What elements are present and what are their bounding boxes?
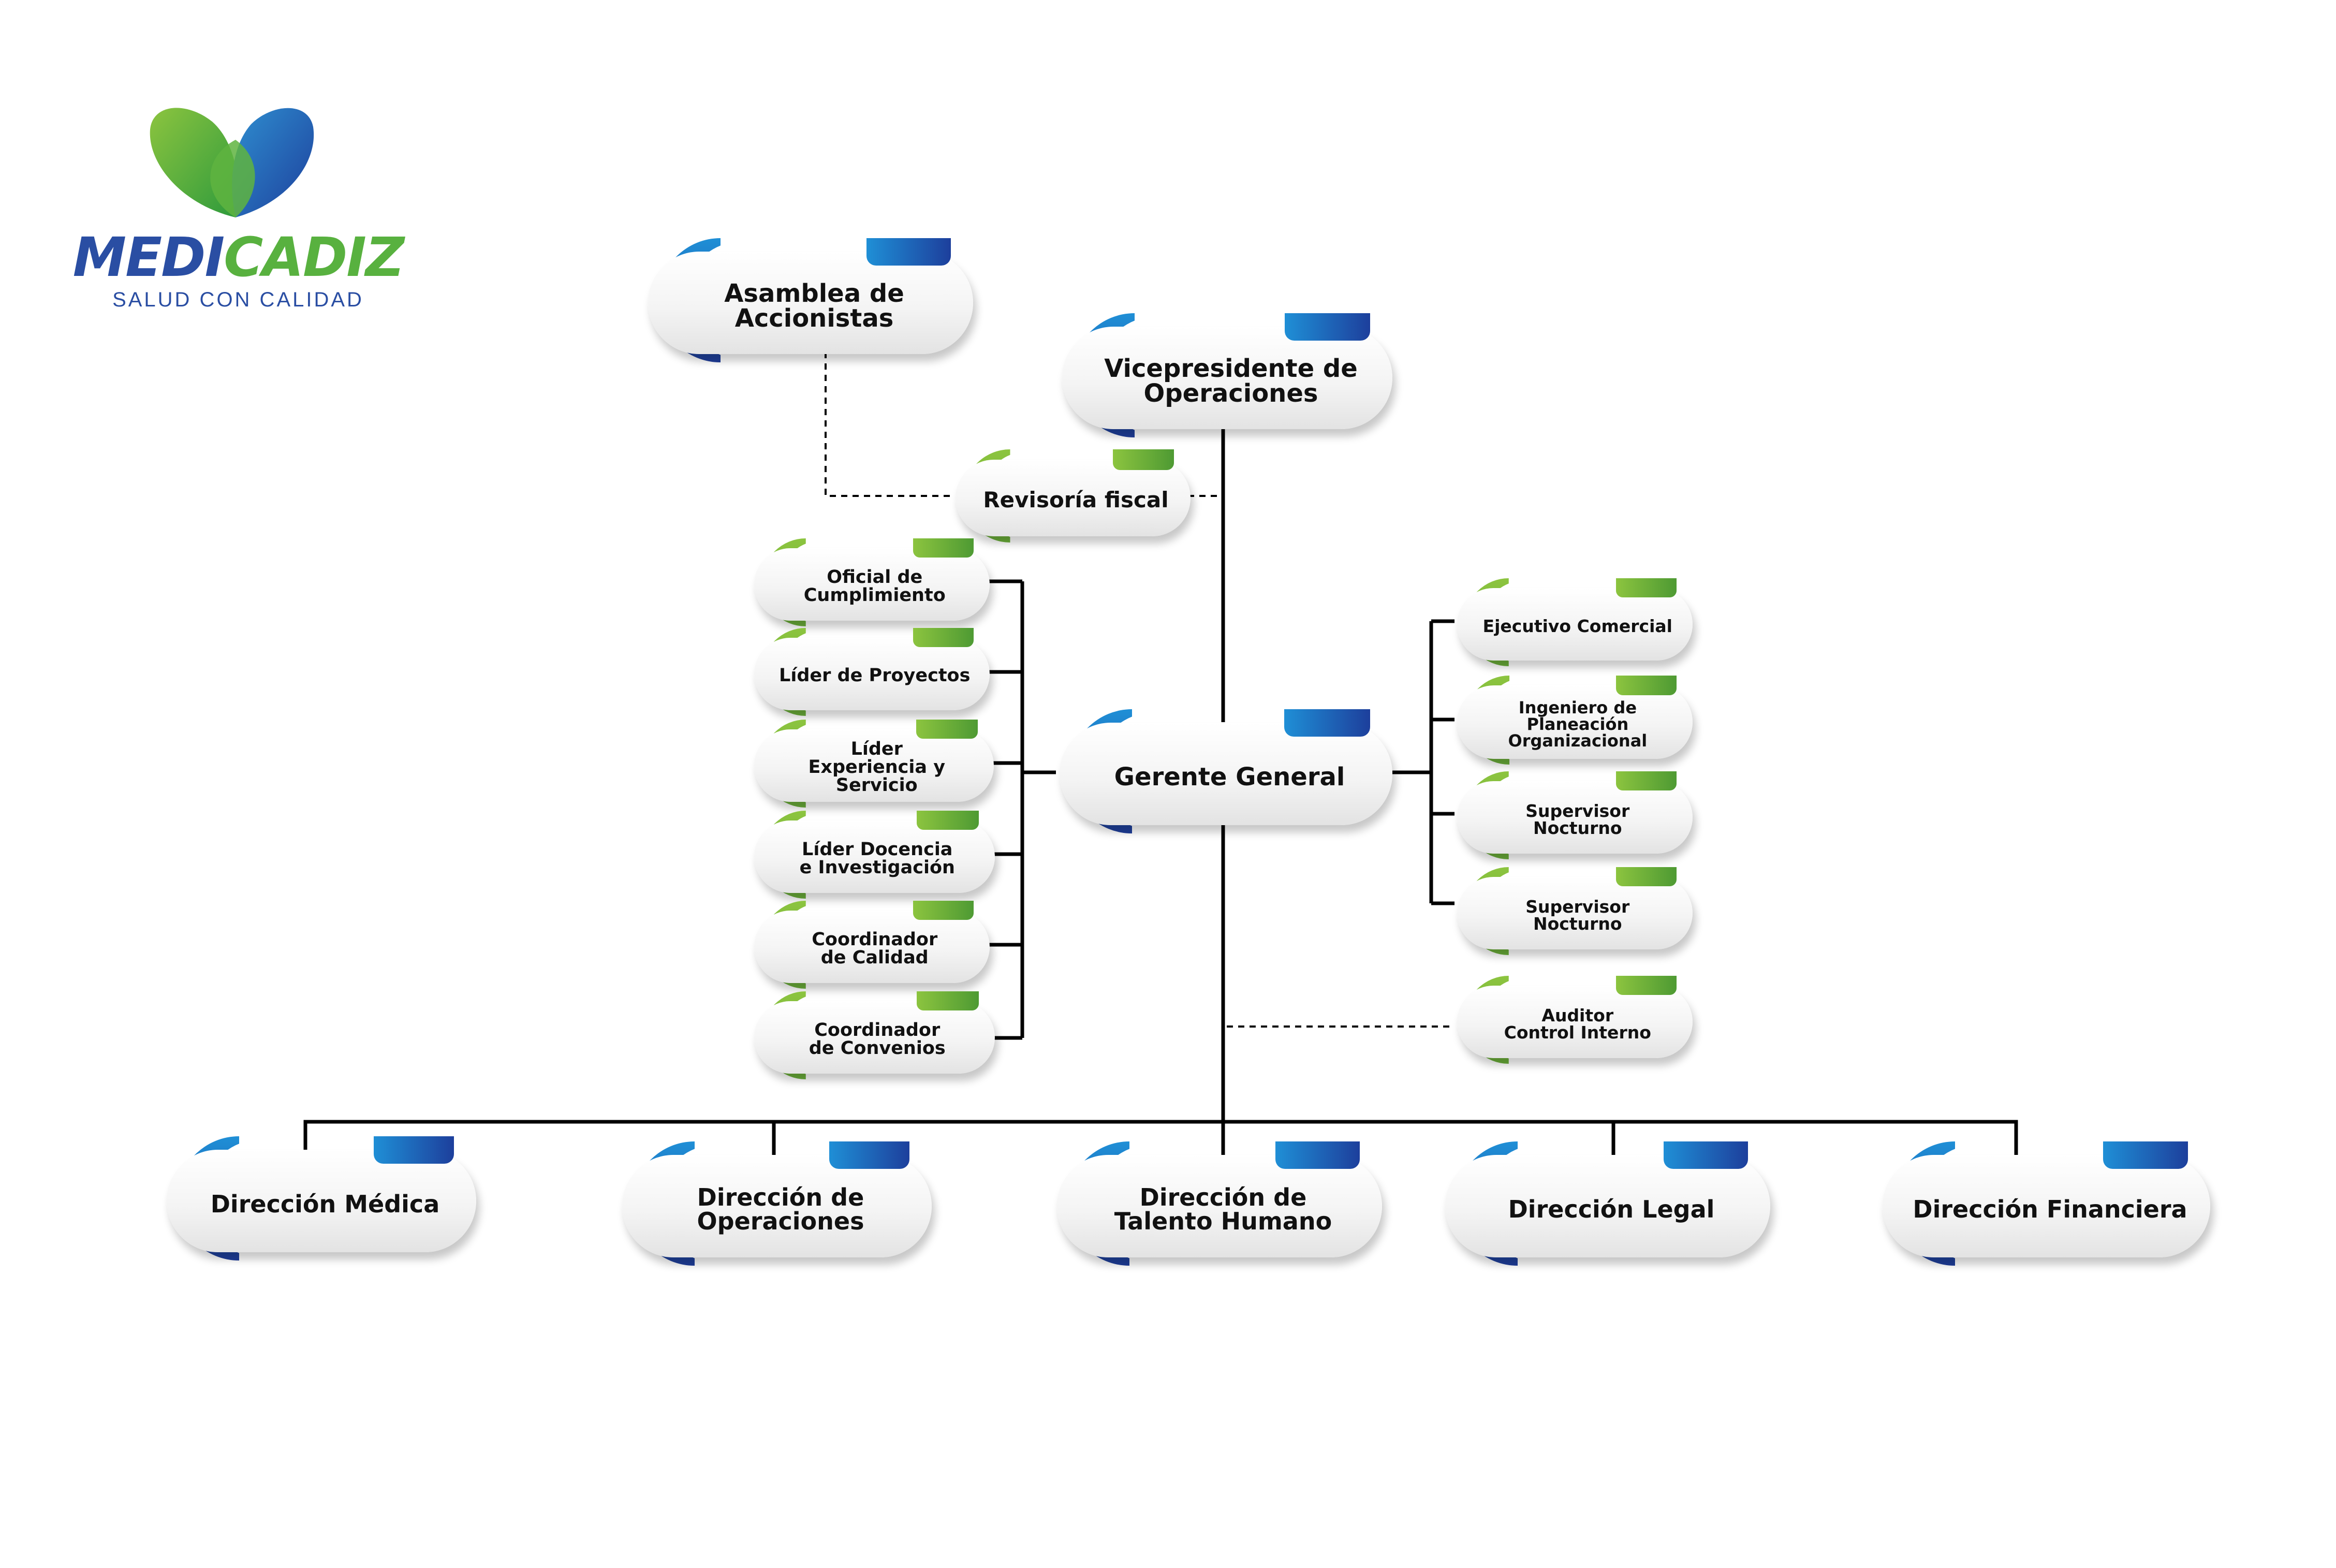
brand-cadiz: CADIZ — [224, 226, 404, 289]
coordinador-convenios-box: Coordinador de Convenios — [746, 991, 995, 1079]
node-pill — [1059, 723, 1392, 826]
node-pill — [1457, 588, 1693, 661]
node-label: Auditor Control Interno — [1504, 1005, 1651, 1043]
node-pill — [1062, 327, 1392, 430]
brand-medi: MEDI — [72, 226, 225, 289]
node-pill — [754, 1001, 995, 1074]
node-tab — [917, 811, 979, 830]
node-tab — [1113, 449, 1174, 470]
node-pill — [754, 548, 990, 621]
node-pill — [754, 910, 990, 983]
node-pill — [1882, 1155, 2210, 1258]
node-label: Asamblea de Accionistas — [724, 279, 904, 333]
node-tab — [913, 901, 974, 920]
node-label: Revisoría fiscal — [983, 487, 1169, 513]
lider-docencia-investigacion-box: Líder Docencia e Investigación — [746, 811, 995, 899]
node-tab — [829, 1141, 909, 1169]
node-pill — [754, 729, 994, 802]
node-pill — [1457, 876, 1693, 949]
node-label: Dirección de Talento Humano — [1114, 1183, 1332, 1236]
node-label: Gerente General — [1114, 763, 1345, 792]
node-tab — [913, 628, 974, 648]
node-label: Vicepresidente de Operaciones — [1104, 354, 1358, 408]
node-label: Oficial de Cumplimiento — [803, 566, 946, 606]
revisoria-fiscal-box: Revisoría fiscal — [947, 449, 1191, 543]
brand-wordmark: MEDICADIZ — [72, 230, 405, 284]
node-label: Supervisor Nocturno — [1525, 896, 1630, 934]
asamblea-de-accionistas-box: Asamblea de Accionistas — [637, 238, 973, 362]
node-pill — [648, 252, 973, 355]
node-tab — [2103, 1141, 2188, 1169]
medicadiz-leaf-icon — [150, 108, 314, 217]
auditor-control-interno-box: Auditor Control Interno — [1449, 976, 1693, 1064]
node-label: Ejecutivo Comercial — [1482, 616, 1672, 637]
gerente-general-box: Gerente General — [1048, 709, 1392, 833]
node-label: Dirección de Operaciones — [697, 1183, 864, 1236]
node-pill — [1457, 781, 1693, 854]
node-tab — [1275, 1141, 1360, 1169]
node-pill — [1457, 985, 1693, 1058]
node-label: Ingeniero de Planeación Organizacional — [1508, 698, 1648, 751]
lider-experiencia-servicio-box: Líder Experiencia y Servicio — [746, 720, 994, 808]
direccion-talento-humano-box: Dirección de Talento Humano — [1046, 1141, 1382, 1266]
node-tab — [1615, 578, 1677, 598]
node-label: Líder Docencia e Investigación — [799, 839, 955, 878]
node-label: Dirección Legal — [1508, 1195, 1715, 1224]
node-label: Dirección Médica — [210, 1190, 440, 1219]
node-pill — [956, 459, 1191, 537]
node-pill — [1445, 1155, 1770, 1258]
node-tab — [1615, 976, 1677, 995]
node-tab — [1615, 771, 1677, 791]
node-tab — [1664, 1141, 1748, 1169]
node-tab — [913, 538, 974, 558]
direccion-legal-box: Dirección Legal — [1434, 1141, 1770, 1266]
node-tab — [1615, 676, 1677, 695]
brand-tagline: SALUD CON CALIDAD — [112, 288, 364, 311]
ingeniero-planeacion-box: Ingeniero de Planeación Organizacional — [1449, 676, 1693, 765]
node-label: Supervisor Nocturno — [1525, 800, 1630, 838]
node-pill — [754, 637, 990, 710]
node-tab — [373, 1136, 454, 1164]
vicepresidente-operaciones-box: Vicepresidente de Operaciones — [1051, 313, 1392, 437]
ejecutivo-comercial-box: Ejecutivo Comercial — [1449, 578, 1693, 666]
node-label: Coordinador de Calidad — [812, 929, 938, 968]
node-pill — [166, 1150, 476, 1253]
coordinador-calidad-box: Coordinador de Calidad — [746, 901, 990, 989]
node-tab — [1284, 709, 1370, 737]
node-tab — [1284, 313, 1370, 341]
node-tab — [1615, 867, 1677, 887]
node-label: Líder de Proyectos — [779, 665, 971, 686]
node-tab — [866, 238, 951, 266]
direccion-operaciones-box: Dirección de Operaciones — [611, 1141, 932, 1266]
node-tab — [916, 720, 978, 739]
node-label: Líder Experiencia y Servicio — [808, 739, 946, 796]
node-pill — [1457, 685, 1693, 759]
node-tab — [917, 991, 979, 1011]
direccion-financiera-box: Dirección Financiera — [1871, 1141, 2210, 1266]
node-pill — [754, 820, 995, 893]
direccion-medica-box: Dirección Médica — [155, 1136, 476, 1261]
node-label: Coordinador de Convenios — [809, 1019, 946, 1059]
oficial-cumplimiento-box: Oficial de Cumplimiento — [746, 538, 990, 626]
lider-proyectos-box: Líder de Proyectos — [746, 628, 990, 716]
medicadiz-logo: MEDICADIZ SALUD CON CALIDAD — [72, 101, 404, 318]
node-label: Dirección Financiera — [1913, 1195, 2187, 1224]
supervisor-nocturno-box-1: Supervisor Nocturno — [1449, 771, 1693, 859]
node-pill — [1056, 1155, 1382, 1258]
node-pill — [622, 1155, 932, 1258]
supervisor-nocturno-box-2: Supervisor Nocturno — [1449, 867, 1693, 955]
